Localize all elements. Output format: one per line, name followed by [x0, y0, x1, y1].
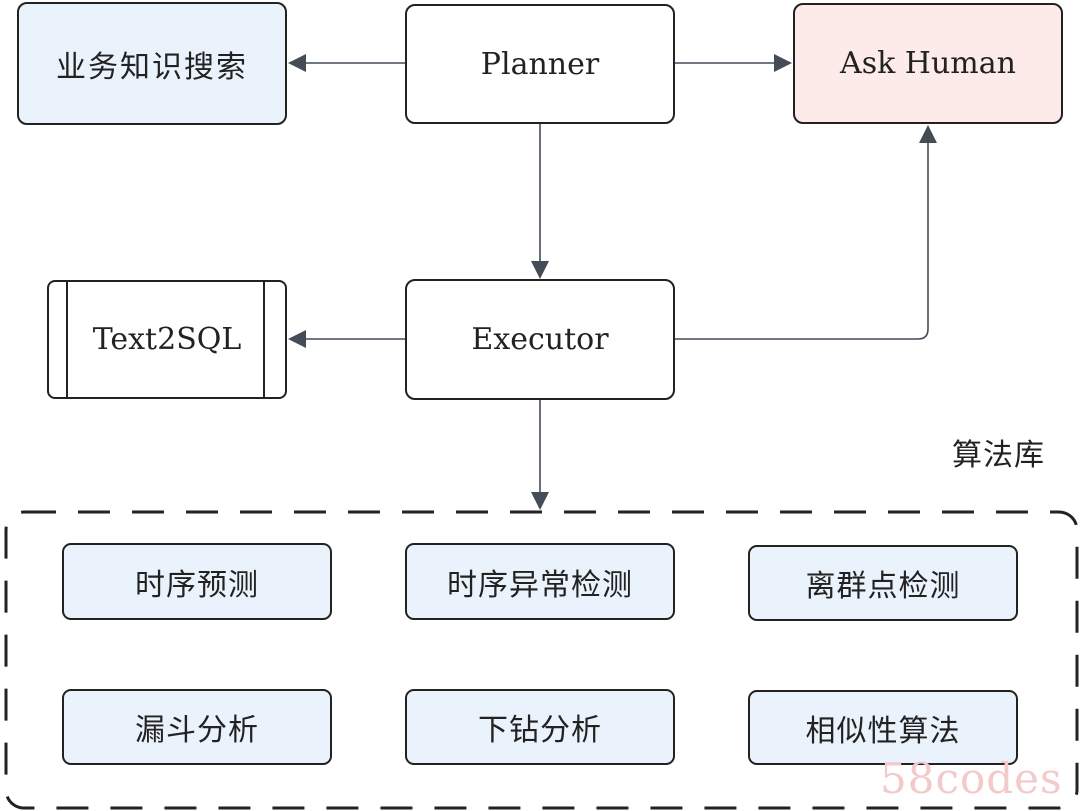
- algorithm-library-title: 算法库: [952, 438, 1045, 473]
- algorithm-item-label: 相似性算法: [805, 713, 961, 749]
- ask-human-node: Ask Human: [793, 3, 1063, 124]
- algorithm-item: 离群点检测: [748, 545, 1018, 621]
- text2sql-right-bar: [263, 282, 265, 397]
- arrow-executor-to-ask-human: [675, 125, 937, 340]
- algorithm-item: 时序预测: [62, 543, 332, 620]
- knowledge-search-node: 业务知识搜索: [17, 2, 287, 125]
- algorithm-item-label: 时序异常检测: [447, 567, 633, 603]
- algorithm-item: 漏斗分析: [62, 689, 332, 765]
- ask-human-label: Ask Human: [840, 46, 1016, 81]
- algorithm-item: 下钻分析: [405, 689, 675, 765]
- algorithm-item-label: 漏斗分析: [135, 713, 259, 748]
- algorithm-item-label: 下钻分析: [478, 713, 602, 748]
- algorithm-item-label: 时序预测: [135, 567, 259, 603]
- planner-label: Planner: [480, 46, 600, 82]
- planner-node: Planner: [405, 4, 675, 124]
- executor-node: Executor: [405, 279, 675, 400]
- algorithm-item: 时序异常检测: [405, 543, 675, 620]
- executor-label: Executor: [471, 322, 609, 357]
- knowledge-search-label: 业务知识搜索: [56, 49, 248, 85]
- algorithm-library-container: [4, 510, 1079, 810]
- algorithm-item: 相似性算法: [748, 690, 1018, 765]
- watermark: 58codes: [880, 754, 1063, 803]
- text2sql-node: Text2SQL: [47, 280, 287, 399]
- algorithm-item-label: 离群点检测: [805, 569, 961, 604]
- text2sql-left-bar: [66, 282, 68, 397]
- text2sql-label: Text2SQL: [92, 322, 242, 357]
